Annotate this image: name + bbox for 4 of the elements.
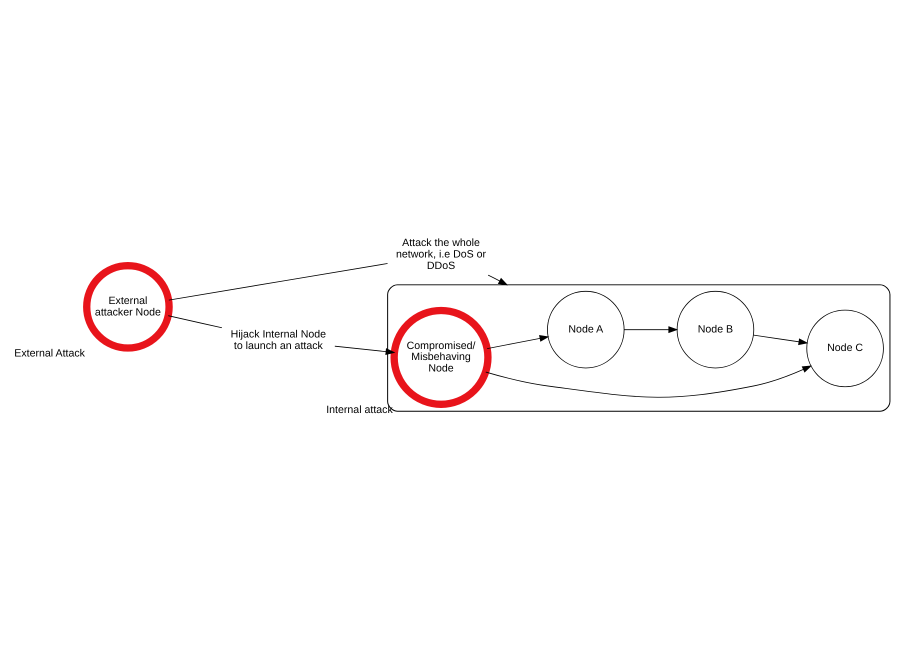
node-text: Hijack Internal Node to launch an attack — [230, 328, 326, 352]
node-label: Internal attack — [326, 404, 393, 416]
node-label: External Attack — [14, 348, 85, 360]
node-text: Attack the whole network, i.e DoS or DDoS — [396, 237, 486, 272]
